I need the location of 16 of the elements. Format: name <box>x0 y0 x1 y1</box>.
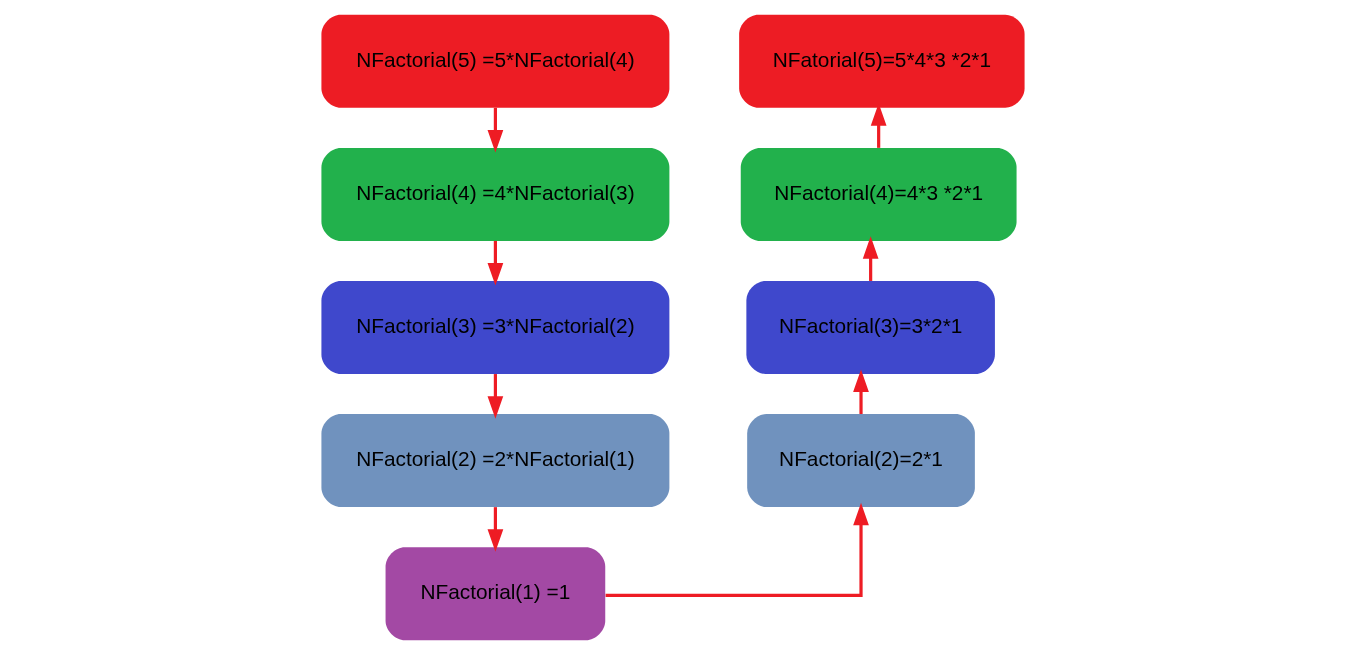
arrow <box>487 240 503 286</box>
node-box: NFactorial(2)=2*1 <box>746 414 975 508</box>
arrow <box>605 502 869 597</box>
node-box: NFactorial(5) =5*NFactorial(4) <box>320 14 669 108</box>
node-box: NFatorial(5)=5*4*3 *2*1 <box>738 14 1025 108</box>
node-box: NFactorial(4) =4*NFactorial(3) <box>320 147 669 241</box>
arrow <box>487 507 503 552</box>
arrow <box>852 369 869 415</box>
node-box: NFactorial(3)=3*2*1 <box>745 281 995 374</box>
node-box: NFactorial(4)=4*3 *2*1 <box>740 147 1017 241</box>
arrow <box>487 374 503 419</box>
node-box: NFactorial(1) =1 <box>385 547 605 641</box>
node-box: NFactorial(3) =3*NFactorial(2) <box>320 281 669 374</box>
node-box: NFactorial(2) =2*NFactorial(1) <box>320 414 669 508</box>
arrow <box>862 236 878 281</box>
arrow <box>487 107 503 153</box>
